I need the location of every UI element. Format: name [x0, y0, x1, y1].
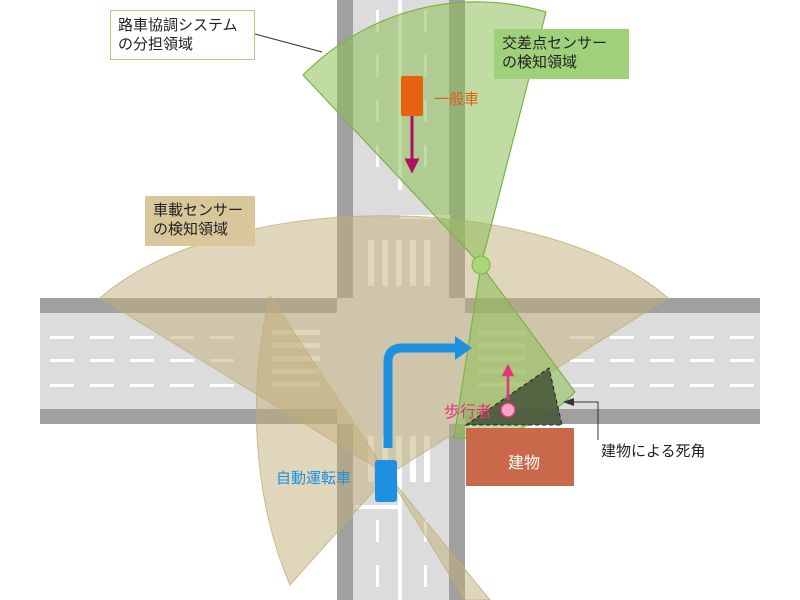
pedestrian-label: 歩行者	[444, 402, 493, 421]
intersection-sensor	[471, 255, 491, 275]
general-vehicle-label: 一般車	[434, 90, 480, 108]
vehicle-sensor-label: 車載センサー の検知領域	[145, 196, 255, 246]
intersection-label-line2: の検知領域	[502, 53, 578, 71]
system-label-leader	[254, 33, 323, 53]
building	[466, 428, 574, 486]
autonomous-vehicle	[375, 460, 397, 502]
blind-spot-label: 建物による死角	[601, 442, 706, 460]
vehicle-sensor-area	[99, 215, 669, 600]
vehicle-sensor-left-lobe	[255, 294, 389, 586]
vehicle-sensor-right-lobe	[387, 474, 491, 600]
general-vehicle	[401, 76, 423, 116]
system-coordination-label: 路車協調システム の分担領域	[110, 10, 255, 60]
vehicle-label-line1: 車載センサー	[153, 201, 244, 219]
pedestrian	[500, 402, 516, 418]
autonomous-vehicle-label: 自動運転車	[276, 469, 352, 487]
building-label: 建物	[508, 453, 541, 472]
vehicle-sensor-front-lobe	[99, 215, 669, 476]
autonomous-vehicle-route-arrow	[383, 343, 455, 448]
autonomous-vehicle-arrowhead	[455, 336, 472, 360]
vehicle-label-line2: の検知領域	[153, 220, 229, 238]
intersection-label-line1: 交差点センサー	[502, 34, 608, 52]
blind-spot-leader	[570, 401, 599, 440]
intersection-sensor-label: 交差点センサー の検知領域	[494, 29, 629, 79]
system-label-line2: の分担領域	[118, 35, 194, 53]
system-label-line1: 路車協調システム	[118, 16, 238, 34]
intersection-sensor-north-lobe	[302, 1, 547, 267]
